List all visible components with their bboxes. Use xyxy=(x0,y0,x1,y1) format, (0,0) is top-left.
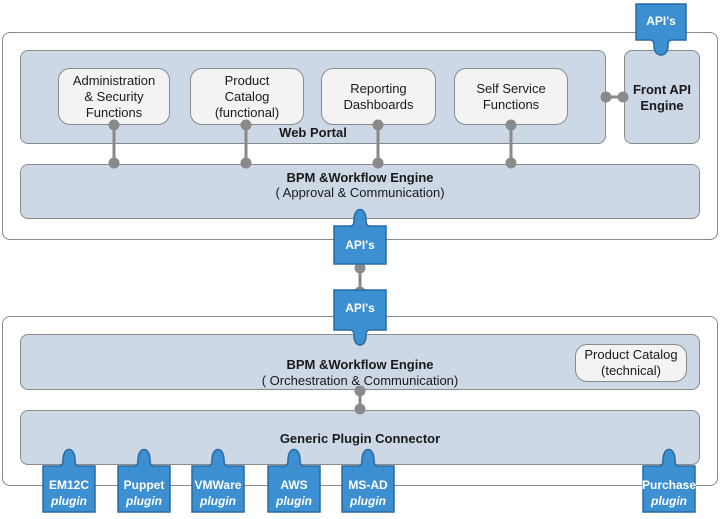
connector-dot xyxy=(600,91,612,103)
generic-plugin-connector-panel: Generic Plugin Connector xyxy=(20,410,700,465)
puzzle-piece-icon xyxy=(42,448,96,513)
plugin-name-label: Puppet xyxy=(123,478,165,492)
product-catalog-functional-card[interactable]: Product Catalog (functional) xyxy=(190,68,304,125)
plugin-type-label: plugin xyxy=(350,494,386,508)
bpm-orchestration-subtitle: ( Orchestration & Communication) xyxy=(261,373,459,388)
connector-dot xyxy=(240,119,252,131)
puzzle-piece-icon xyxy=(117,448,171,513)
connector-dot xyxy=(240,157,252,169)
plugin-type-label: plugin xyxy=(51,494,87,508)
plugin-vmware-puzzle-piece[interactable]: VMWare plugin xyxy=(190,444,246,514)
reporting-dashboards-card[interactable]: Reporting Dashboards xyxy=(321,68,436,125)
connector-dot xyxy=(617,91,629,103)
bpm-orchestration-title: BPM &Workflow Engine xyxy=(286,357,434,372)
puzzle-piece-icon xyxy=(191,448,245,513)
product-catalog-technical-card[interactable]: Product Catalog (technical) xyxy=(575,344,687,382)
connector-dot xyxy=(108,119,120,131)
api-lower-label: API's xyxy=(345,301,375,315)
bpm-approval-subtitle: ( Approval & Communication) xyxy=(275,185,445,200)
plugin-aws-puzzle-piece[interactable]: AWS plugin xyxy=(266,444,322,514)
plugin-name-label: VMWare xyxy=(194,478,242,492)
puzzle-piece-icon xyxy=(642,448,696,513)
puzzle-piece-icon xyxy=(267,448,321,513)
puzzle-piece-icon xyxy=(341,448,395,513)
puzzle-piece-icon xyxy=(333,208,387,265)
plugin-type-label: plugin xyxy=(651,494,687,508)
plugin-name-label: Purchase xyxy=(641,478,697,492)
front-api-engine-title: Front API Engine xyxy=(632,82,691,113)
plugin-purchase-puzzle-piece[interactable]: Purchase plugin xyxy=(641,444,697,514)
generic-plugin-connector-title: Generic Plugin Connector xyxy=(279,431,441,446)
web-portal-title: Web Portal xyxy=(279,125,347,140)
api-upper-label: API's xyxy=(345,238,375,252)
connector-dot xyxy=(372,157,384,169)
connector-dot xyxy=(505,119,517,131)
plugin-type-label: plugin xyxy=(276,494,312,508)
connector-dot xyxy=(354,403,366,415)
puzzle-piece-icon xyxy=(635,3,687,56)
api-upper-puzzle-piece[interactable]: API's xyxy=(332,198,388,266)
connector-dot xyxy=(354,385,366,397)
plugin-name-label: EM12C xyxy=(48,478,89,492)
plugin-name-label: MS-AD xyxy=(348,478,388,492)
api-lower-puzzle-piece[interactable]: API's xyxy=(332,288,388,354)
front-api-puzzle-piece[interactable]: API's xyxy=(634,2,688,66)
plugin-type-label: plugin xyxy=(200,494,236,508)
bpm-approval-title: BPM &Workflow Engine xyxy=(286,170,434,185)
plugin-ms-ad-puzzle-piece[interactable]: MS-AD plugin xyxy=(340,444,396,514)
connector-dot xyxy=(505,157,517,169)
front-api-label: API's xyxy=(646,14,676,28)
puzzle-piece-icon xyxy=(333,289,387,346)
plugin-em12c-puzzle-piece[interactable]: EM12C plugin xyxy=(41,444,97,514)
plugin-type-label: plugin xyxy=(126,494,162,508)
plugin-name-label: AWS xyxy=(280,478,308,492)
plugin-puppet-puzzle-piece[interactable]: Puppet plugin xyxy=(116,444,172,514)
connector-dot xyxy=(372,119,384,131)
admin-security-card[interactable]: Administration & Security Functions xyxy=(58,68,170,125)
connector-dot xyxy=(108,157,120,169)
